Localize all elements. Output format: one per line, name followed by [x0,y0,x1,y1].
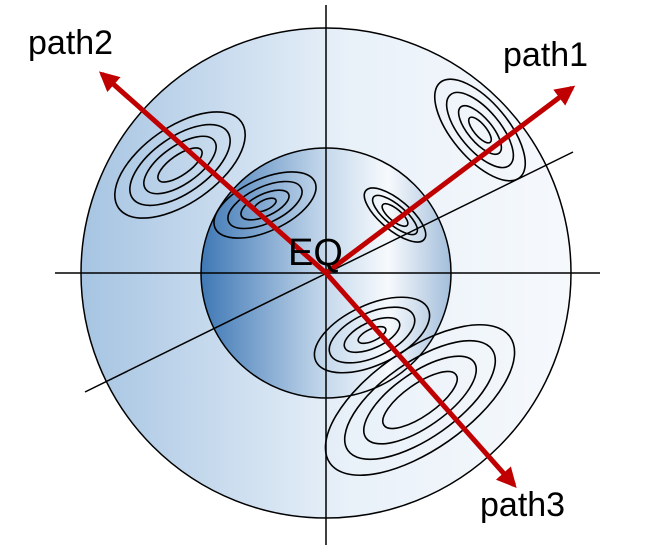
path2-arrow [99,71,328,275]
eq-label: EQ [288,232,343,274]
path3-label: path3 [480,486,566,524]
path3-arrow [324,271,517,488]
path1-label: path1 [503,36,589,74]
path2-label: path2 [28,24,114,62]
path1-arrow [324,85,576,275]
contours [114,78,527,477]
